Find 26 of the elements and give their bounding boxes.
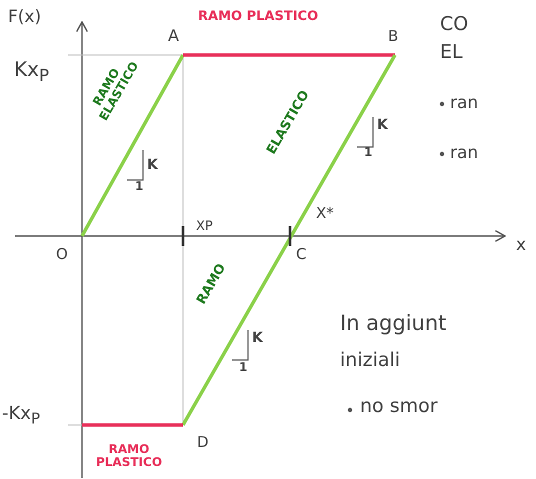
axis-label: -Kx$_{P}$ [2,404,40,428]
axis-label: CO [440,14,468,35]
axis-label: 1 [364,146,372,160]
branch-label: RAMO PLASTICO [198,10,318,24]
axis-label: In aggiunt [340,312,446,336]
axis-label: O [56,246,68,262]
axis-label: iniziali [340,350,400,371]
axis-label: K [377,118,388,134]
axis-label: D [197,434,209,450]
axis-label: 1 [239,361,248,374]
axis-label: ran [450,94,478,113]
axis-label: Kx$_{P}$ [14,58,49,86]
axis-label: X* [316,205,334,222]
axis-label: A [168,27,179,45]
axis-label: EL [440,42,463,63]
branch-label: RAMO PLASTICO [94,443,164,470]
axis-label: B [388,28,398,44]
axis-label: x [516,236,526,255]
axis-label: K [147,158,158,174]
axis-label: 1 [135,180,144,194]
axis-label: ran [450,144,478,163]
axis-label: C [296,246,306,262]
axis-label: no smor [360,396,438,417]
axis-label: XP [196,220,213,234]
axis-label: K [252,331,263,346]
axis-label: F(x) [8,8,42,27]
